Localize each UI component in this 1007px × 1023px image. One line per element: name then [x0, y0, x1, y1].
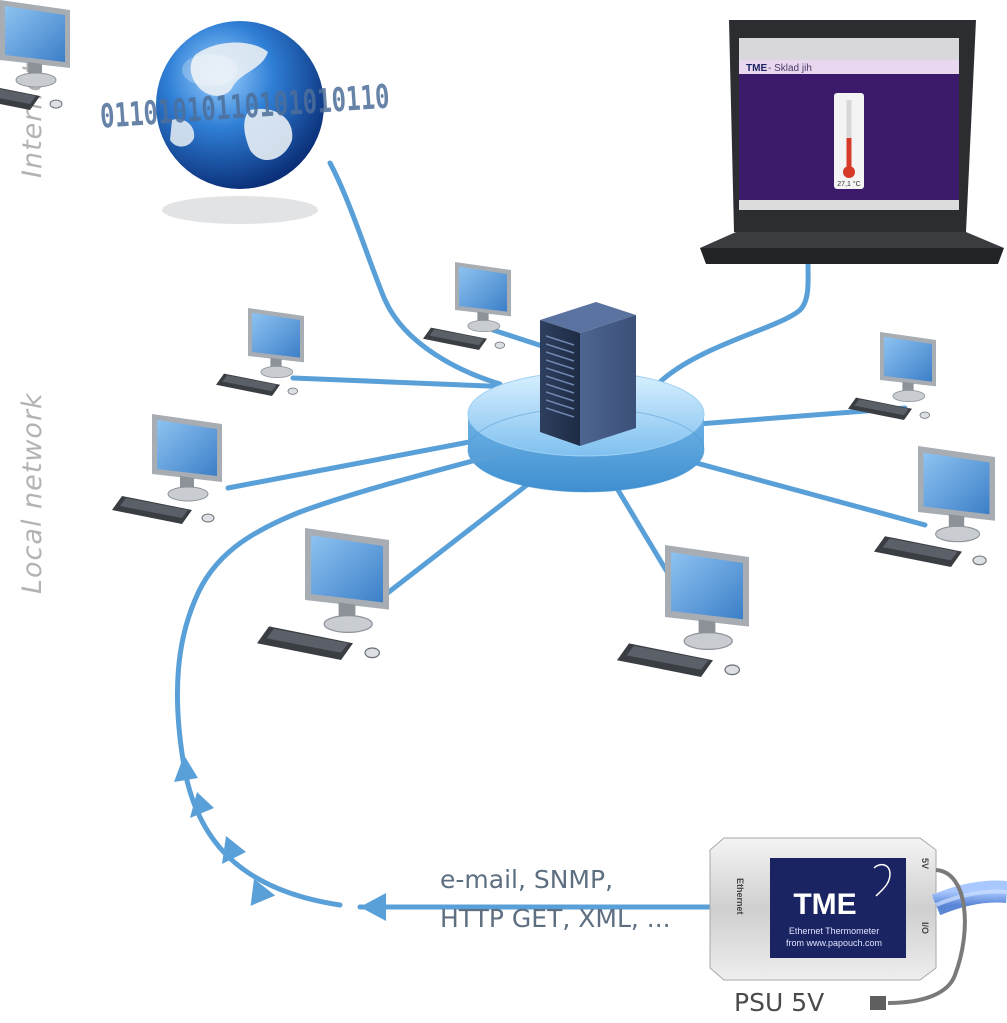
temperature-readout: 27,1 °C — [837, 180, 860, 188]
tme-device — [709, 837, 937, 981]
device-power-label: 5V — [920, 858, 930, 869]
data-flow-arrow — [174, 449, 723, 910]
bird-logo-icon — [873, 863, 891, 897]
protocols-line-2: HTTP GET, XML, ... — [440, 904, 671, 933]
device-subtitle: Ethernet Thermometer — [789, 926, 879, 936]
device-port-label: Ethernet — [735, 878, 745, 915]
arrow-icon — [174, 755, 386, 921]
browser-brand: TME — [746, 63, 767, 74]
sensor-cable — [931, 880, 1007, 916]
server-icon — [540, 302, 636, 446]
laptop-icon — [700, 20, 1004, 264]
psu-cable — [870, 868, 967, 1010]
device-io-label: I/O — [920, 922, 930, 934]
psu-label: PSU 5V — [734, 988, 825, 1017]
protocols-line-1: e-mail, SNMP, — [440, 865, 614, 894]
workstation-icon — [0, 0, 70, 110]
device-brand: TME — [793, 888, 856, 921]
thermometer-icon — [843, 166, 855, 178]
device-website: from www.papouch.com — [786, 938, 882, 948]
browser-title: - Sklad jih — [768, 63, 812, 74]
globe-icon — [156, 21, 324, 224]
